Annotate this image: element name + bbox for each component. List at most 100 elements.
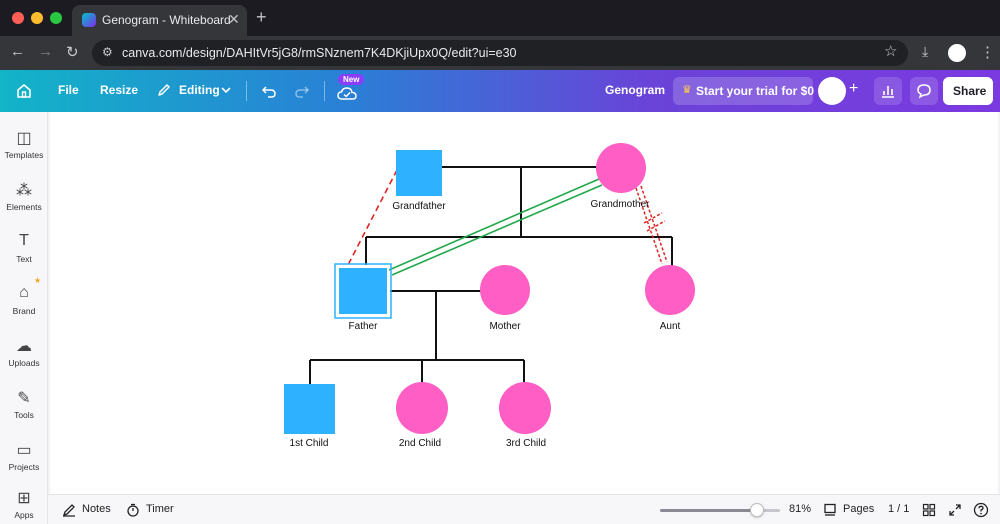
url-text[interactable]: canva.com/design/DAHItVr5jG8/rmSNznem7K4… <box>122 46 517 60</box>
canvas-area[interactable]: Grandfather Grandmother Father Mother Au… <box>48 112 1000 494</box>
elements-icon: ⁂ <box>16 182 32 199</box>
file-menu[interactable]: File <box>58 83 79 97</box>
sidebar-item-uploads[interactable]: ☁ Uploads <box>0 336 48 368</box>
undo-icon[interactable] <box>261 83 277 99</box>
child1-square[interactable] <box>284 384 335 434</box>
profile-avatar[interactable] <box>948 44 966 62</box>
header-divider <box>246 81 247 101</box>
editor-header: File Resize Editing New Genogram ♛ Start… <box>0 70 1000 112</box>
editor-footer: Notes Timer 81% Pages 1 / 1 <box>48 494 1000 524</box>
chevron-down-icon[interactable] <box>221 85 231 95</box>
canva-favicon-icon <box>82 13 96 27</box>
sidebar-item-apps[interactable]: ⊞ Apps <box>0 488 48 520</box>
redo-icon[interactable] <box>294 83 310 99</box>
grandmother-father-close-line-a[interactable] <box>388 178 600 271</box>
sidebar-item-projects[interactable]: ▭ Projects <box>0 440 48 472</box>
apps-icon: ⊞ <box>17 490 31 507</box>
header-divider <box>324 81 325 101</box>
timer-button[interactable]: Timer <box>146 503 174 515</box>
child2-circle[interactable] <box>396 382 448 434</box>
sidebar-item-brand[interactable]: ⌂ Brand <box>0 284 48 316</box>
trial-label: Start your trial for $0 <box>696 84 815 98</box>
templates-icon: ◫ <box>16 130 32 147</box>
reload-icon[interactable]: ↻ <box>66 44 79 61</box>
father-selection-box[interactable] <box>334 263 392 319</box>
grandmother-aunt-cutoff-line-b[interactable] <box>640 185 668 263</box>
pages-icon[interactable] <box>823 503 837 517</box>
fullscreen-icon[interactable] <box>948 503 962 517</box>
grandmother-father-close-line-b[interactable] <box>391 184 603 276</box>
sidebar-item-label: Uploads <box>8 358 40 368</box>
grid-view-icon[interactable] <box>922 503 936 517</box>
page-count: 1 / 1 <box>888 503 910 515</box>
forward-arrow-icon[interactable]: → <box>38 43 53 60</box>
help-icon[interactable] <box>973 502 989 518</box>
mother-circle[interactable] <box>480 265 530 315</box>
maximize-window-button[interactable] <box>50 12 62 24</box>
child1-label: 1st Child <box>289 438 329 449</box>
grandmother-label: Grandmother <box>590 199 650 210</box>
bookmark-star-icon[interactable]: ☆ <box>884 43 898 60</box>
grandmother-circle[interactable] <box>596 143 646 193</box>
add-collaborator-icon[interactable]: + <box>849 80 859 97</box>
comments-button[interactable] <box>910 77 938 105</box>
zoom-slider-handle[interactable] <box>750 503 765 517</box>
left-sidebar: ◫ Templates ⁂ Elements T Text ⌂ Brand ★ … <box>0 112 48 524</box>
child3-circle[interactable] <box>499 382 551 434</box>
tools-icon: ✎ <box>17 390 31 407</box>
brand-icon: ⌂ <box>19 284 29 301</box>
whiteboard-page[interactable]: Grandfather Grandmother Father Mother Au… <box>50 112 998 494</box>
sidebar-item-templates[interactable]: ◫ Templates <box>0 128 48 160</box>
user-avatar[interactable] <box>818 77 846 105</box>
bar-chart-icon <box>882 86 894 98</box>
notes-button[interactable]: Notes <box>82 503 111 515</box>
tab-close-icon[interactable]: ✕ <box>228 11 240 27</box>
cutoff-mark-2 <box>646 220 666 232</box>
close-window-button[interactable] <box>12 12 24 24</box>
tab-title: Genogram - Whiteboard <box>102 13 231 27</box>
browser-tab[interactable]: Genogram - Whiteboard ✕ <box>72 5 247 36</box>
aunt-circle[interactable] <box>645 265 695 315</box>
new-tab-button[interactable]: + <box>256 7 267 27</box>
document-title[interactable]: Genogram <box>605 83 666 97</box>
start-trial-button[interactable]: ♛ Start your trial for $0 <box>673 77 815 105</box>
minimize-window-button[interactable] <box>31 12 43 24</box>
comment-icon <box>917 84 931 99</box>
insights-button[interactable] <box>874 77 902 105</box>
browser-menu-icon[interactable]: ⋮ <box>980 44 995 61</box>
grandfather-label: Grandfather <box>392 201 446 212</box>
child3-label: 3rd Child <box>505 438 547 449</box>
zoom-percentage[interactable]: 81% <box>789 503 812 515</box>
notes-icon[interactable] <box>62 503 76 517</box>
sidebar-item-label: Brand <box>12 306 36 316</box>
sidebar-item-elements[interactable]: ⁂ Elements <box>0 180 48 212</box>
uploads-icon: ☁ <box>16 338 32 355</box>
brand-crown-icon: ★ <box>34 276 42 285</box>
crown-icon: ♛ <box>682 84 692 96</box>
home-icon[interactable] <box>16 83 32 99</box>
grandfather-father-conflict-line[interactable] <box>347 169 398 266</box>
new-badge: New <box>338 74 365 85</box>
child2-label: 2nd Child <box>398 438 442 449</box>
download-icon[interactable]: ⤓ <box>922 43 929 59</box>
sidebar-item-label: Text <box>16 254 32 264</box>
address-bar[interactable]: ⚙ canva.com/design/DAHItVr5jG8/rmSNznem7… <box>92 40 908 66</box>
sidebar-item-label: Elements <box>6 202 42 212</box>
sidebar-item-text[interactable]: T Text <box>0 232 48 264</box>
editing-mode-button[interactable]: Editing <box>179 83 220 97</box>
grandfather-square[interactable] <box>396 150 442 196</box>
sidebar-item-tools[interactable]: ✎ Tools <box>0 388 48 420</box>
pencil-icon <box>158 84 170 96</box>
father-square[interactable] <box>339 268 387 314</box>
grandmother-aunt-cutoff-line-a[interactable] <box>635 187 663 265</box>
father-label: Father <box>348 321 378 332</box>
genogram-diagram[interactable] <box>50 112 998 494</box>
resize-button[interactable]: Resize <box>100 83 139 97</box>
back-arrow-icon[interactable]: ← <box>10 43 25 60</box>
pages-button[interactable]: Pages <box>843 503 875 515</box>
zoom-slider[interactable] <box>660 503 780 517</box>
timer-icon[interactable] <box>126 503 140 517</box>
cloud-saved-icon[interactable] <box>337 86 357 102</box>
share-button[interactable]: Share <box>943 77 993 105</box>
site-settings-icon[interactable]: ⚙ <box>102 45 113 59</box>
